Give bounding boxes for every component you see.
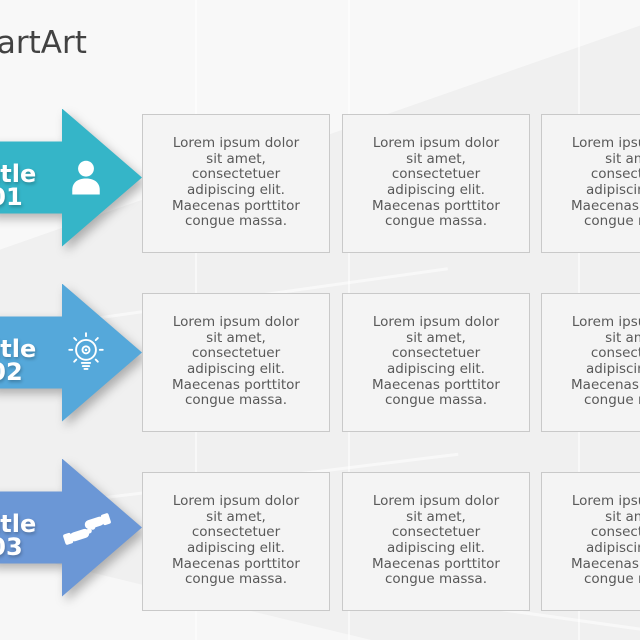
card-text: Lorem ipsum dolor sit amet, consectetuer… <box>172 493 300 588</box>
card-text: Lorem ipsum dolor sit amet, consectetuer… <box>571 493 640 588</box>
text-card[interactable]: Lorem ipsum dolor sit amet, consectetuer… <box>342 471 530 611</box>
arrow-label-1: Title 01 <box>0 159 37 211</box>
person-icon <box>72 160 100 194</box>
background-crease <box>490 606 640 640</box>
card-text: Lorem ipsum dolor sit amet, consectetuer… <box>571 135 640 230</box>
arrow-label-2: Title 02 <box>0 334 37 386</box>
text-card[interactable]: Lorem ipsum dolor sit amet, consectetuer… <box>541 292 640 432</box>
handshake-icon <box>63 512 111 545</box>
card-text: Lorem ipsum dolor sit amet, consectetuer… <box>372 314 500 409</box>
text-card[interactable]: Lorem ipsum dolor sit amet, consectetuer… <box>142 471 330 611</box>
lightbulb-icon <box>68 331 104 370</box>
slide-title: SmartArt <box>0 25 87 61</box>
text-card[interactable]: Lorem ipsum dolor sit amet, consectetuer… <box>541 471 640 611</box>
text-card[interactable]: Lorem ipsum dolor sit amet, consectetuer… <box>342 292 530 432</box>
card-text: Lorem ipsum dolor sit amet, consectetuer… <box>172 135 300 230</box>
card-text: Lorem ipsum dolor sit amet, consectetuer… <box>172 314 300 409</box>
text-card[interactable]: Lorem ipsum dolor sit amet, consectetuer… <box>541 113 640 253</box>
process-arrow-2[interactable]: Title 02 <box>0 283 142 422</box>
text-card[interactable]: Lorem ipsum dolor sit amet, consectetuer… <box>342 113 530 253</box>
process-arrow-3[interactable]: Title 03 <box>0 458 142 597</box>
arrow-label-3: Title 03 <box>0 509 37 561</box>
text-card[interactable]: Lorem ipsum dolor sit amet, consectetuer… <box>142 113 330 253</box>
card-text: Lorem ipsum dolor sit amet, consectetuer… <box>372 493 500 588</box>
card-text: Lorem ipsum dolor sit amet, consectetuer… <box>372 135 500 230</box>
process-arrow-1[interactable]: Title 01 <box>0 108 142 247</box>
card-text: Lorem ipsum dolor sit amet, consectetuer… <box>571 314 640 409</box>
text-card[interactable]: Lorem ipsum dolor sit amet, consectetuer… <box>142 292 330 432</box>
